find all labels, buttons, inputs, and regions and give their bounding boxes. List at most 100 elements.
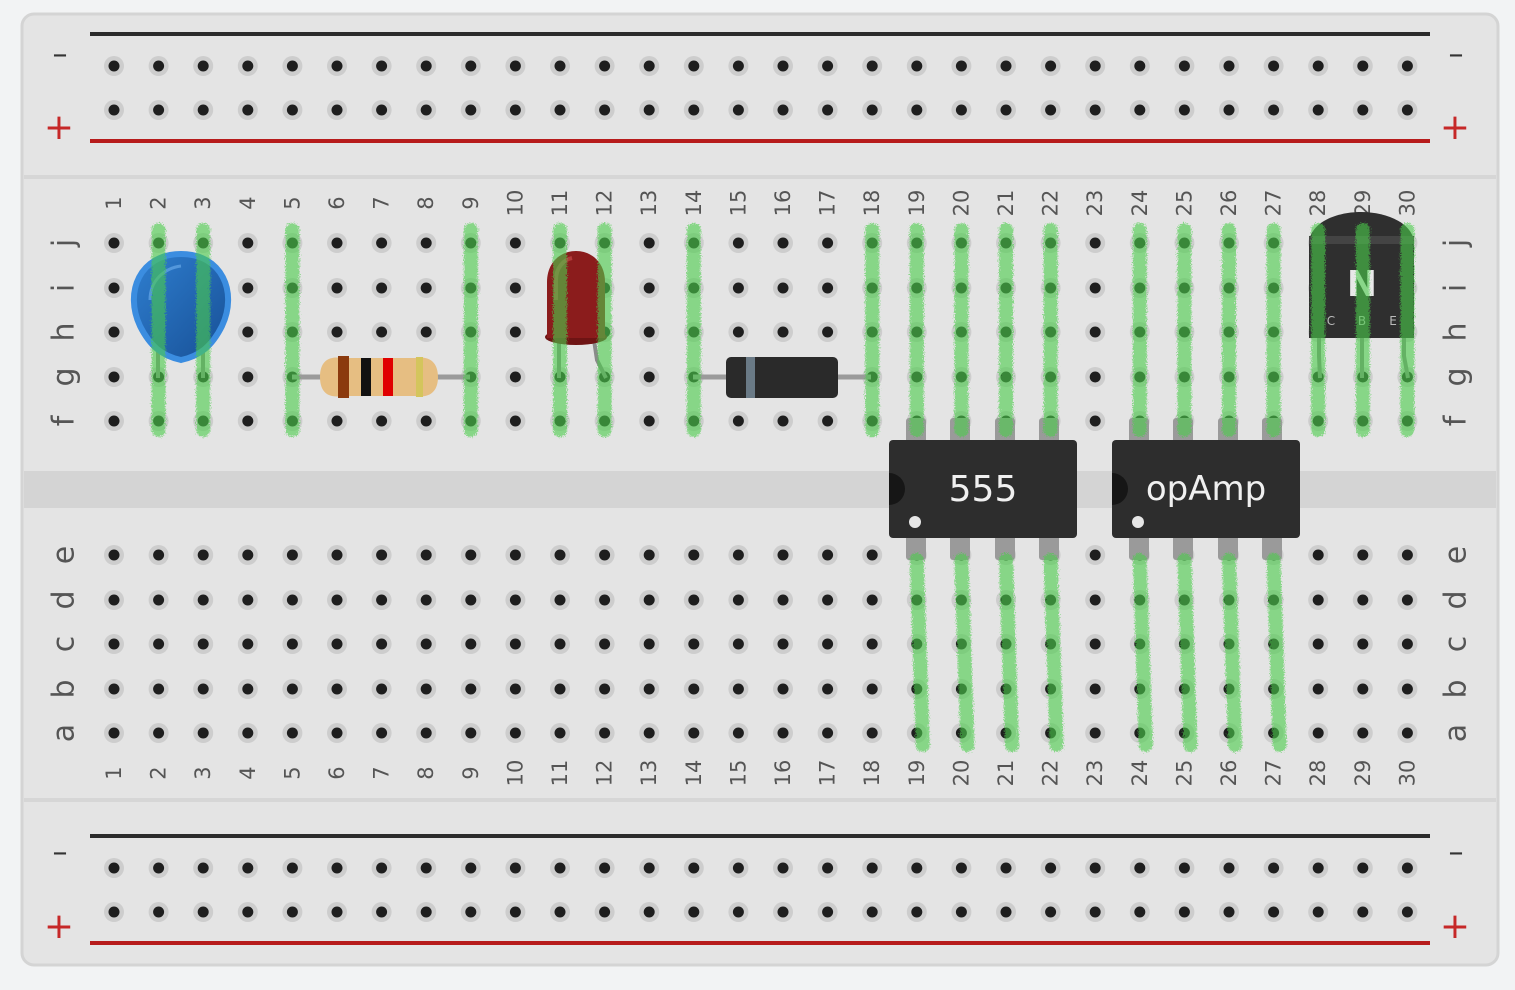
bottom-negative-rail-hole-11[interactable] [550, 858, 570, 878]
bottom-positive-rail-hole-14[interactable] [683, 902, 704, 922]
top-negative-rail-hole-10[interactable] [505, 56, 526, 76]
top-positive-rail-hole-18[interactable] [862, 100, 883, 120]
bottom-positive-rail-hole-29[interactable] [1352, 902, 1373, 922]
top-positive-rail-hole-19[interactable] [906, 100, 927, 120]
bottom-positive-rail-hole-8[interactable] [416, 902, 437, 922]
hole-d17[interactable] [817, 590, 838, 610]
top-positive-rail-hole-14[interactable] [683, 100, 704, 120]
hole-e10[interactable] [505, 545, 526, 565]
bottom-negative-rail-hole-10[interactable] [505, 858, 526, 878]
hole-i7[interactable] [371, 278, 392, 298]
hole-h13[interactable] [639, 322, 660, 342]
hole-a2[interactable] [148, 723, 169, 743]
top-positive-rail-hole-6[interactable] [327, 100, 347, 120]
top-positive-rail-hole-27[interactable] [1263, 100, 1284, 120]
hole-a14[interactable] [683, 723, 704, 743]
hole-i15[interactable] [728, 278, 749, 298]
hole-a1[interactable] [104, 723, 124, 743]
top-negative-rail-hole-13[interactable] [639, 56, 660, 76]
bottom-positive-rail-hole-5[interactable] [282, 902, 303, 922]
top-negative-rail-hole-29[interactable] [1352, 56, 1373, 76]
hole-c23[interactable] [1085, 634, 1106, 654]
top-negative-rail-hole-6[interactable] [327, 56, 347, 76]
hole-a15[interactable] [728, 723, 749, 743]
top-positive-rail-hole-4[interactable] [237, 100, 258, 120]
hole-e8[interactable] [416, 545, 437, 565]
hole-e6[interactable] [327, 545, 347, 565]
hole-f7[interactable] [371, 411, 392, 431]
hole-d8[interactable] [416, 590, 437, 610]
hole-c6[interactable] [327, 634, 347, 654]
hole-j23[interactable] [1085, 233, 1106, 253]
hole-a29[interactable] [1352, 723, 1373, 743]
bottom-positive-rail-hole-20[interactable] [951, 902, 972, 922]
hole-d4[interactable] [237, 590, 258, 610]
hole-f16[interactable] [773, 411, 793, 431]
top-positive-rail-hole-23[interactable] [1085, 100, 1106, 120]
bottom-negative-rail-hole-1[interactable] [104, 858, 124, 878]
hole-e12[interactable] [594, 545, 615, 565]
hole-d3[interactable] [193, 590, 214, 610]
bottom-positive-rail-hole-30[interactable] [1397, 902, 1418, 922]
hole-a13[interactable] [639, 723, 660, 743]
hole-f1[interactable] [104, 411, 124, 431]
hole-c3[interactable] [193, 634, 214, 654]
top-negative-rail-hole-7[interactable] [371, 56, 392, 76]
hole-e3[interactable] [193, 545, 214, 565]
bottom-negative-rail-hole-19[interactable] [906, 858, 927, 878]
hole-e18[interactable] [862, 545, 883, 565]
top-positive-rail-hole-2[interactable] [148, 100, 169, 120]
bottom-negative-rail-hole-20[interactable] [951, 858, 972, 878]
hole-e14[interactable] [683, 545, 704, 565]
hole-d15[interactable] [728, 590, 749, 610]
bottom-negative-rail-hole-4[interactable] [237, 858, 258, 878]
bottom-negative-rail-hole-13[interactable] [639, 858, 660, 878]
hole-a12[interactable] [594, 723, 615, 743]
hole-e16[interactable] [773, 545, 793, 565]
top-negative-rail-hole-20[interactable] [951, 56, 972, 76]
top-positive-rail-hole-12[interactable] [594, 100, 615, 120]
hole-e4[interactable] [237, 545, 258, 565]
hole-d11[interactable] [550, 590, 570, 610]
hole-j6[interactable] [327, 233, 347, 253]
bottom-positive-rail-hole-25[interactable] [1174, 902, 1195, 922]
hole-j17[interactable] [817, 233, 838, 253]
bottom-positive-rail-hole-17[interactable] [817, 902, 838, 922]
hole-i17[interactable] [817, 278, 838, 298]
top-positive-rail-hole-20[interactable] [951, 100, 972, 120]
top-positive-rail-hole-22[interactable] [1040, 100, 1061, 120]
hole-c18[interactable] [862, 634, 883, 654]
hole-h17[interactable] [817, 322, 838, 342]
hole-e9[interactable] [460, 545, 481, 565]
hole-e17[interactable] [817, 545, 838, 565]
hole-c17[interactable] [817, 634, 838, 654]
hole-a30[interactable] [1397, 723, 1418, 743]
hole-h1[interactable] [104, 322, 124, 342]
top-negative-rail-hole-22[interactable] [1040, 56, 1061, 76]
top-negative-rail-hole-26[interactable] [1219, 56, 1239, 76]
hole-d2[interactable] [148, 590, 169, 610]
hole-d1[interactable] [104, 590, 124, 610]
hole-j8[interactable] [416, 233, 437, 253]
bottom-negative-rail-hole-25[interactable] [1174, 858, 1195, 878]
top-negative-rail-hole-11[interactable] [550, 56, 570, 76]
bottom-negative-rail-hole-9[interactable] [460, 858, 481, 878]
hole-d30[interactable] [1397, 590, 1418, 610]
hole-e2[interactable] [148, 545, 169, 565]
hole-e30[interactable] [1397, 545, 1418, 565]
hole-e11[interactable] [550, 545, 570, 565]
top-negative-rail-hole-8[interactable] [416, 56, 437, 76]
bottom-positive-rail-hole-23[interactable] [1085, 902, 1106, 922]
bottom-negative-rail-hole-18[interactable] [862, 858, 883, 878]
hole-d13[interactable] [639, 590, 660, 610]
bottom-positive-rail-hole-9[interactable] [460, 902, 481, 922]
hole-h6[interactable] [327, 322, 347, 342]
hole-d16[interactable] [773, 590, 793, 610]
hole-e1[interactable] [104, 545, 124, 565]
top-negative-rail-hole-1[interactable] [104, 56, 124, 76]
hole-d28[interactable] [1308, 590, 1329, 610]
hole-f13[interactable] [639, 411, 660, 431]
hole-b8[interactable] [416, 679, 437, 699]
hole-c1[interactable] [104, 634, 124, 654]
top-positive-rail-hole-21[interactable] [996, 100, 1016, 120]
